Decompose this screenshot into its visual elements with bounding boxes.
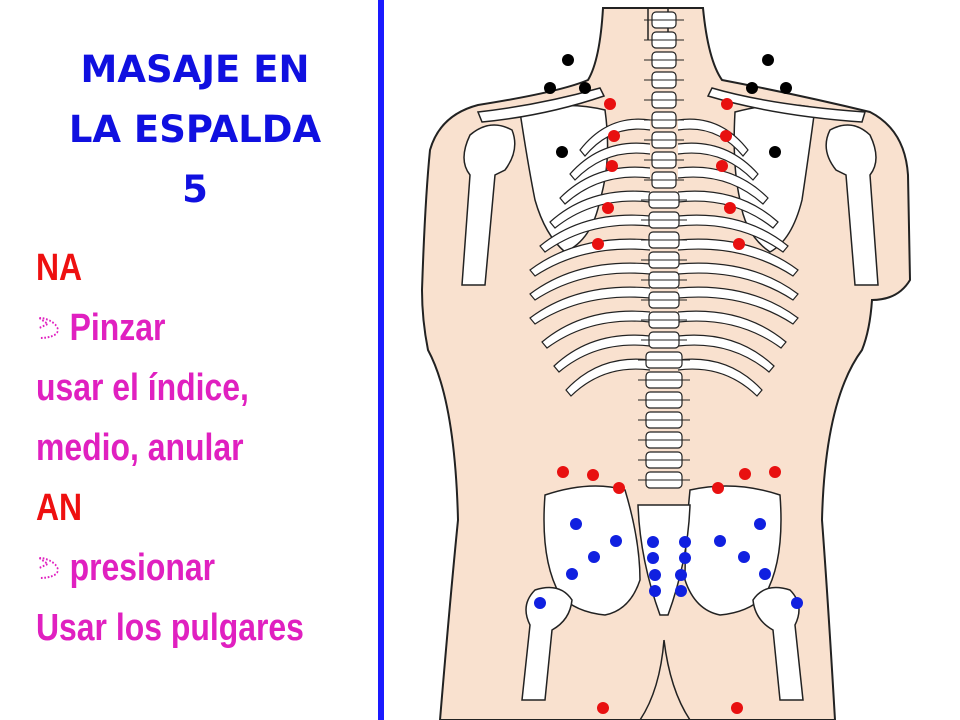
acupoint-red <box>597 702 609 714</box>
rib-left <box>579 118 651 157</box>
left-femur <box>521 586 573 701</box>
rib-right <box>677 310 787 349</box>
rib-left <box>541 310 651 349</box>
acupoint-markers <box>534 54 803 714</box>
acupoint-red <box>604 98 616 110</box>
acupoint-black <box>762 54 774 66</box>
acupoint-blue <box>754 518 766 530</box>
acupoint-black <box>746 82 758 94</box>
acupoint-blue <box>759 568 771 580</box>
title-line-2: LA ESPALDA <box>68 108 322 151</box>
rib-right <box>677 214 789 253</box>
acupoint-red <box>769 466 781 478</box>
rib-right <box>677 358 763 397</box>
rib-left <box>529 286 651 325</box>
rib-right <box>677 142 759 181</box>
vertical-divider <box>378 0 384 720</box>
acupoint-red <box>608 130 620 142</box>
acupoint-blue <box>675 569 687 581</box>
rib-right <box>677 334 775 373</box>
acupoint-red <box>716 160 728 172</box>
left-clavicle <box>476 87 606 123</box>
acupoint-red <box>557 466 569 478</box>
an-action: presionar <box>69 547 216 589</box>
acupoint-red <box>733 238 745 250</box>
acupoint-blue <box>566 568 578 580</box>
title-line-1: MASAJE EN <box>80 48 310 91</box>
acupoint-blue <box>534 597 546 609</box>
rib-right <box>677 238 799 277</box>
title-line-3: 5 <box>182 168 208 211</box>
right-humerus <box>825 124 879 286</box>
acupoint-red <box>712 482 724 494</box>
rib-left <box>529 238 651 277</box>
acupoint-black <box>780 82 792 94</box>
sacrum <box>637 504 691 616</box>
acupoint-blue <box>649 569 661 581</box>
acupoint-black <box>562 54 574 66</box>
an-action-row: presionar <box>36 538 322 598</box>
back-skeleton-illustration <box>420 7 912 720</box>
acupoint-blue <box>647 552 659 564</box>
acupoint-blue <box>570 518 582 530</box>
instruction-panel: MASAJE EN LA ESPALDA 5 NA Pinzar usar el… <box>0 0 378 720</box>
rib-left <box>539 214 651 253</box>
rib-left <box>565 358 651 397</box>
acupoint-blue <box>610 535 622 547</box>
an-heading: AN <box>36 487 83 529</box>
na-action: Pinzar <box>69 307 166 349</box>
na-heading: NA <box>36 247 83 289</box>
acupoint-red <box>602 202 614 214</box>
rib-left <box>559 166 651 205</box>
acupoint-blue <box>675 585 687 597</box>
right-clavicle <box>706 87 866 123</box>
acupoint-red <box>613 482 625 494</box>
rib-right <box>677 262 799 301</box>
left-humerus <box>461 124 516 286</box>
instructions-list: NA Pinzar usar el índice, medio, anular … <box>36 238 322 658</box>
back-diagram <box>384 0 960 720</box>
rib-right <box>677 166 769 205</box>
gluteal-line <box>639 639 691 720</box>
acupoint-blue <box>679 536 691 548</box>
dotted-arrow-bullet-icon <box>38 557 59 579</box>
acupoint-blue <box>588 551 600 563</box>
acupoint-red <box>606 160 618 172</box>
spine <box>638 11 690 489</box>
acupoint-blue <box>738 551 750 563</box>
na-action-row: Pinzar <box>36 298 322 358</box>
rib-right <box>677 286 799 325</box>
rib-right <box>677 190 779 229</box>
rib-left <box>549 190 651 229</box>
dotted-arrow-bullet-icon <box>38 317 59 339</box>
acupoint-black <box>556 146 568 158</box>
acupoint-black <box>544 82 556 94</box>
an-detail: Usar los pulgares <box>36 607 304 649</box>
acupoint-blue <box>714 535 726 547</box>
rib-left <box>529 262 651 301</box>
acupoint-red <box>721 98 733 110</box>
acupoint-black <box>579 82 591 94</box>
acupoint-red <box>731 702 743 714</box>
na-detail-1: usar el índice, <box>36 367 249 409</box>
acupoint-black <box>769 146 781 158</box>
rib-left <box>569 142 651 181</box>
acupoint-blue <box>679 552 691 564</box>
acupoint-red <box>720 130 732 142</box>
acupoint-red <box>592 238 604 250</box>
page-title: MASAJE EN LA ESPALDA 5 <box>0 40 390 220</box>
acupoint-red <box>724 202 736 214</box>
rib-cage <box>529 118 799 397</box>
acupoint-red <box>739 468 751 480</box>
acupoint-red <box>587 469 599 481</box>
na-detail-2: medio, anular <box>36 427 244 469</box>
acupoint-blue <box>791 597 803 609</box>
acupoint-blue <box>647 536 659 548</box>
acupoint-blue <box>649 585 661 597</box>
rib-left <box>553 334 651 373</box>
rib-right <box>677 118 749 157</box>
